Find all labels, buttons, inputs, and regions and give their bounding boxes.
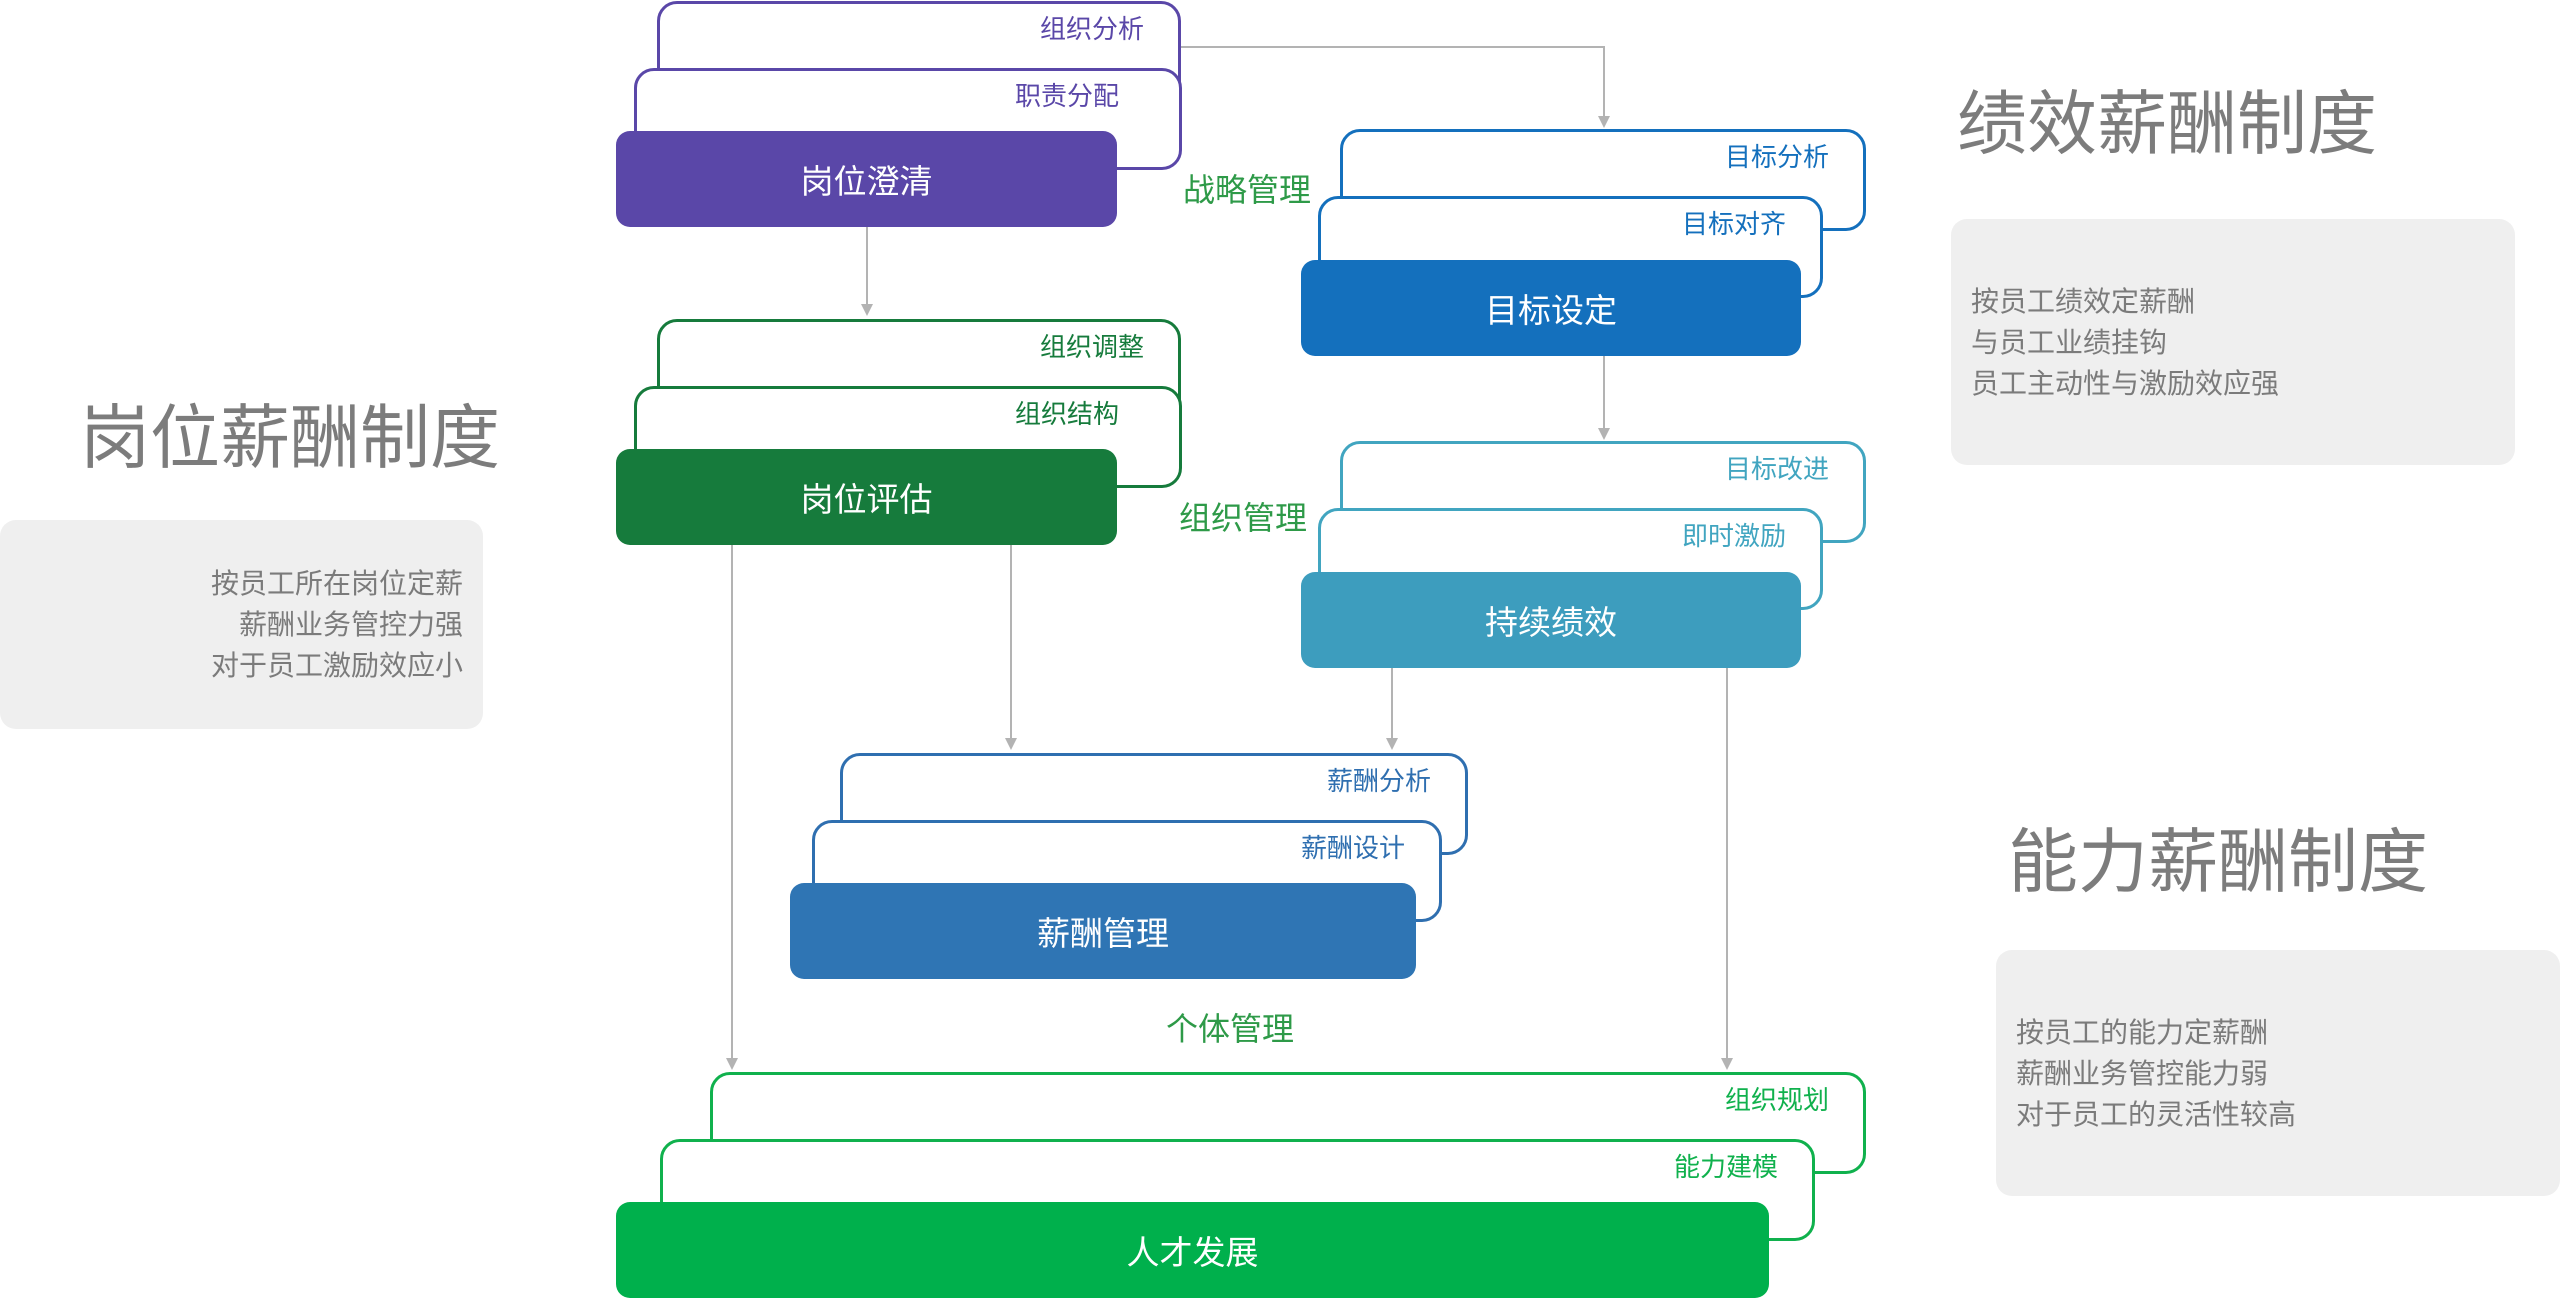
- title-position-pay: 岗位薪酬制度: [80, 397, 500, 479]
- node-label: 岗位评估: [800, 480, 933, 519]
- tab-label: 组织结构: [1014, 400, 1119, 430]
- tab-label: 目标改进: [1724, 455, 1829, 485]
- desc-line: 按员工绩效定薪酬: [1971, 284, 2196, 318]
- tab-label: 能力建模: [1673, 1153, 1778, 1183]
- tab-label: 组织调整: [1039, 333, 1144, 363]
- node-talent-dev: 人才发展: [616, 1202, 1769, 1298]
- tab-label: 组织分析: [1039, 15, 1144, 45]
- desc-performance-pay: 按员工绩效定薪酬 与员工业绩挂钩 员工主动性与激励效应强: [1951, 219, 2515, 465]
- tab-label: 薪酬分析: [1326, 767, 1431, 797]
- desc-line: 按员工所在岗位定薪: [210, 567, 463, 600]
- tab-label: 职责分配: [1014, 82, 1119, 112]
- node-label: 持续绩效: [1485, 603, 1617, 642]
- arrow-clarify-to-goal: [1180, 46, 1610, 128]
- label-strategy-management: 战略管理: [1183, 171, 1312, 209]
- node-goal-setting: 目标设定: [1301, 260, 1801, 356]
- node-label: 岗位澄清: [800, 162, 933, 201]
- node-position-clarify: 岗位澄清: [616, 131, 1117, 227]
- desc-ability-pay: 按员工的能力定薪酬 薪酬业务管控能力弱 对于员工的灵活性较高: [1996, 950, 2560, 1196]
- label-organization-management: 组织管理: [1179, 499, 1308, 537]
- node-continuous-perf: 持续绩效: [1301, 572, 1801, 668]
- desc-line: 对于员工激励效应小: [210, 649, 463, 682]
- tab-label: 即时激励: [1681, 522, 1786, 552]
- tab-label: 目标分析: [1724, 143, 1829, 173]
- desc-position-pay: 按员工所在岗位定薪 薪酬业务管控力强 对于员工激励效应小: [0, 520, 483, 729]
- desc-line: 薪酬业务管控力强: [238, 608, 463, 641]
- node-position-eval: 岗位评估: [616, 449, 1117, 545]
- node-label: 目标设定: [1485, 291, 1617, 330]
- node-label: 薪酬管理: [1037, 914, 1169, 953]
- tab-label: 薪酬设计: [1300, 834, 1405, 864]
- title-performance-pay: 绩效薪酬制度: [1957, 83, 2377, 165]
- tab-label: 目标对齐: [1681, 210, 1786, 240]
- node-comp-mgmt: 薪酬管理: [790, 883, 1416, 979]
- node-label: 人才发展: [1126, 1233, 1259, 1272]
- desc-line: 按员工的能力定薪酬: [2016, 1015, 2269, 1049]
- desc-line: 与员工业绩挂钩: [1971, 325, 2168, 359]
- label-individual-management: 个体管理: [1166, 1010, 1295, 1048]
- desc-line: 薪酬业务管控能力弱: [2016, 1056, 2269, 1090]
- tab-label: 组织规划: [1724, 1086, 1829, 1116]
- desc-line: 员工主动性与激励效应强: [1971, 366, 2280, 400]
- desc-line: 对于员工的灵活性较高: [2016, 1097, 2297, 1131]
- title-ability-pay: 能力薪酬制度: [2008, 821, 2428, 903]
